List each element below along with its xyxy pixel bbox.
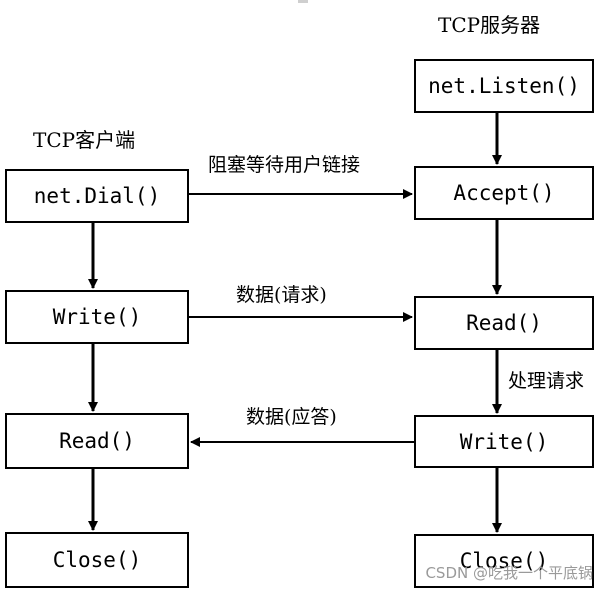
client-read-box: Read() [5,413,189,469]
server-write-box: Write() [414,415,594,468]
watermark: CSDN @吃我一个平底锅 [425,564,593,582]
server-read-box: Read() [414,296,594,350]
edge-label-response: 数据(应答) [246,406,337,428]
client-close-box: Close() [5,532,189,588]
edge-label-request: 数据(请求) [236,284,327,306]
server-title: TCP服务器 [438,13,541,37]
top-edge-mark [298,0,308,3]
edge-label-connect: 阻塞等待用户链接 [208,154,361,176]
client-title: TCP客户端 [33,128,136,152]
server-close-box: Close() [414,534,594,588]
server-accept-box: Accept() [414,166,594,220]
server-listen-box: net.Listen() [414,59,594,113]
edge-label-process: 处理请求 [508,370,585,392]
client-dial-box: net.Dial() [5,169,189,223]
client-write-box: Write() [5,290,189,344]
